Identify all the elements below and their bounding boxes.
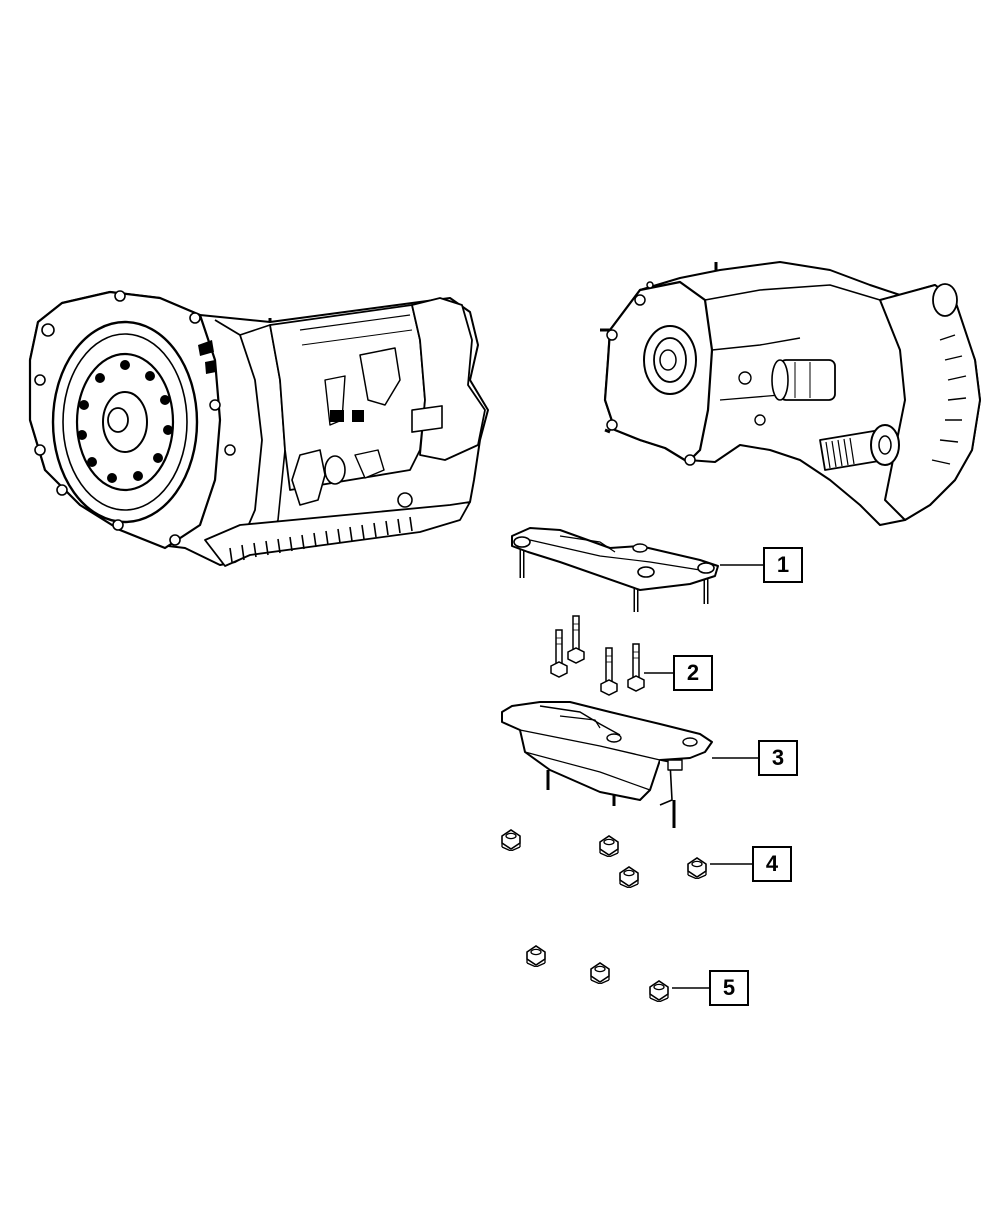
transfer-case-assembly (600, 261, 981, 526)
nuts-group-5 (526, 945, 669, 1002)
mount-bracket (501, 701, 713, 828)
callout-5: 5 (709, 970, 749, 1006)
callout-1: 1 (763, 547, 803, 583)
transmission-assembly (28, 290, 489, 567)
mount-plate (511, 527, 719, 612)
callout-3: 3 (758, 740, 798, 776)
callout-4: 4 (752, 846, 792, 882)
callout-2: 2 (673, 655, 713, 691)
leader-lines (644, 564, 763, 989)
bolts-group (550, 615, 645, 696)
nuts-group-4 (501, 829, 707, 888)
